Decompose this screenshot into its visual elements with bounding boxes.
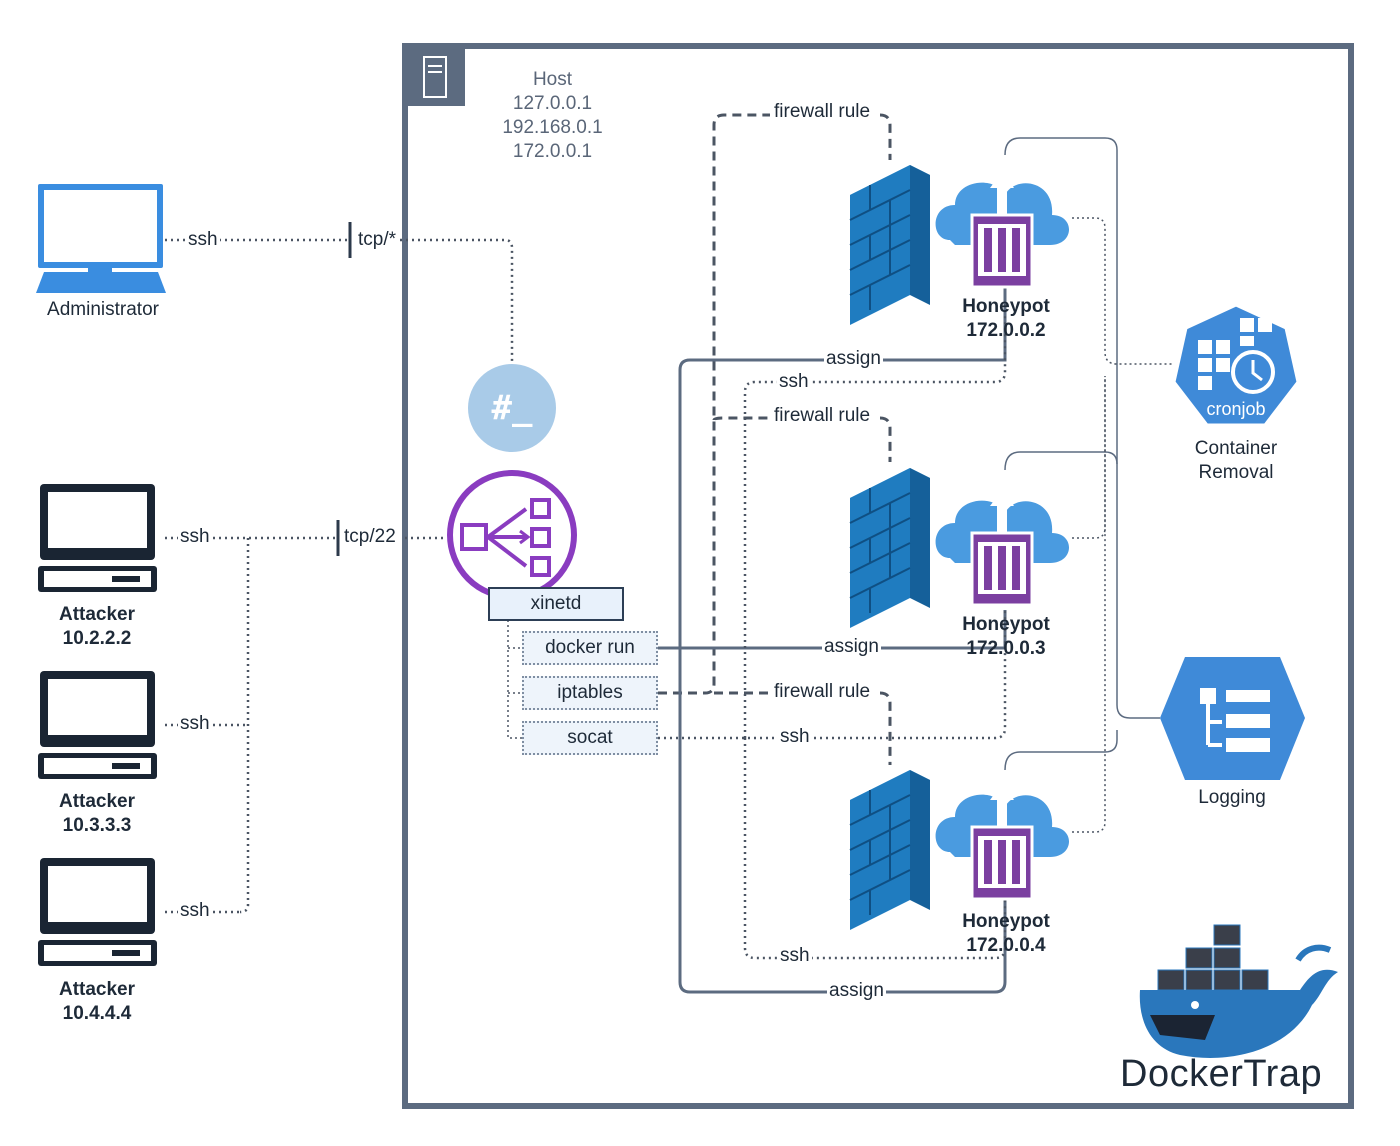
honeypot-1-ip: 172.0.0.2 [966,320,1046,341]
honeypot-2-icon [934,488,1071,607]
honeypot-3-name: Honeypot [962,911,1050,932]
attacker-3-terminal-icon [38,858,157,966]
container-removal-line1: Container [1194,438,1278,459]
attacker-1-terminal-icon [38,484,157,592]
firewall-2-icon [849,467,931,629]
server-icon [423,56,447,98]
attacker-3-name: Attacker [58,979,136,1000]
firewall-1-icon [849,164,931,326]
terminal-hash-icon [468,364,556,452]
firewall-rule-label-3: firewall rule [772,681,873,703]
cronjob-connectors [1072,217,1172,833]
firewall-rule-label-2: firewall rule [772,405,873,427]
attacker-1-ip: 10.2.2.2 [62,628,132,649]
assign-label-1: assign [824,348,883,370]
terminal-hash-text: #_ [491,388,533,428]
host-frame [402,43,1354,1109]
iptables-box: iptables [522,676,658,710]
ssh-label-2: ssh [778,726,812,748]
socat-box: socat [522,721,658,755]
logging-connectors [1004,137,1160,771]
xinetd-router-icon [447,470,577,600]
assign-label-3: assign [827,980,886,1002]
firewall-3-icon [849,769,931,931]
docker-run-box: docker run [522,631,658,665]
port-markers [336,222,352,556]
ssh-connections [165,238,514,914]
xinetd-box: xinetd [488,587,624,621]
ssh-label-1: ssh [777,371,811,393]
attacker-2-ip: 10.3.3.3 [62,815,132,836]
firewall-rule-label-1: firewall rule [772,101,873,123]
host-ip-2: 192.168.0.1 [502,117,603,138]
honeypot-2-name: Honeypot [962,614,1050,635]
socat-ssh-lines [658,300,1007,960]
logging-label: Logging [1198,787,1266,808]
attacker-1-name: Attacker [58,604,136,625]
honeypot-1-icon [934,170,1071,289]
cronjob-icon [1172,303,1300,427]
administrator-ssh-label: ssh [186,229,220,251]
honeypot-3-icon [934,782,1071,901]
container-removal-line2: Removal [1198,462,1274,483]
attacker-3-ip: 10.4.4.4 [62,1003,132,1024]
attacker-1-ssh-label: ssh [178,526,212,548]
cronjob-icon-text: cronjob [1206,399,1266,419]
administrator-label: Administrator [47,299,159,320]
assign-label-2: assign [822,636,881,658]
honeypot-2-ip: 172.0.0.3 [966,638,1046,659]
attacker-port-label: tcp/22 [342,526,398,548]
attacker-3-ssh-label: ssh [178,900,212,922]
dockertrap-brand: DockerTrap [1120,1053,1323,1095]
host-title: Host [532,69,573,90]
administrator-port-label: tcp/* [356,229,399,251]
logging-icon [1160,657,1305,780]
attacker-2-terminal-icon [38,671,157,779]
host-info: Host 127.0.0.1 192.168.0.1 172.0.0.1 [490,68,615,164]
attacker-2-name: Attacker [58,791,136,812]
firewall-rule-lines [658,113,892,765]
honeypot-3-ip: 172.0.0.4 [966,935,1046,956]
ssh-label-3: ssh [778,945,812,967]
host-ip-1: 127.0.0.1 [512,93,593,114]
host-ip-3: 172.0.0.1 [512,141,593,162]
administrator-computer-icon [36,184,166,293]
docker-whale-logo [1139,924,1338,1058]
attacker-2-ssh-label: ssh [178,713,212,735]
honeypot-1-name: Honeypot [962,296,1050,317]
